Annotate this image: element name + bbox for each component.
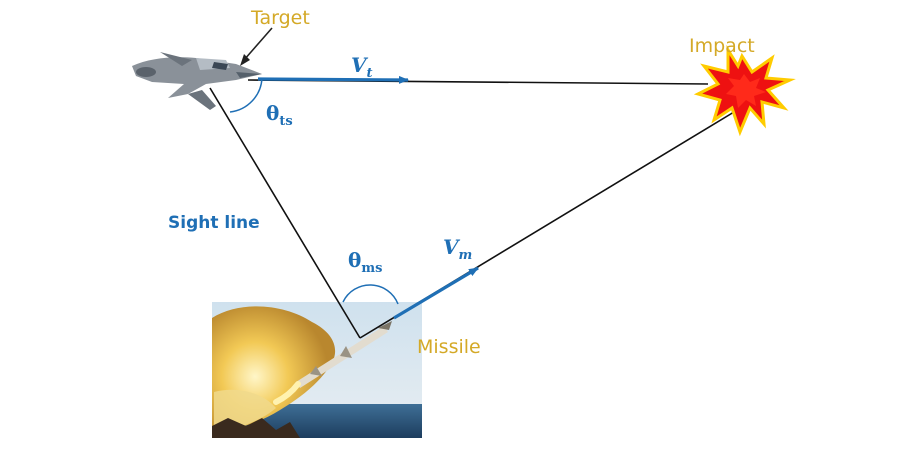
impact-explosion-icon [693, 44, 796, 137]
impact-label: Impact [689, 35, 755, 57]
theta-ms-label: θms [348, 248, 383, 276]
missile-label: Missile [417, 336, 481, 358]
v-target-label: Vt [351, 53, 373, 81]
sight-line-label: Sight line [168, 213, 260, 233]
v-missile-label: Vm [443, 235, 473, 263]
target-pointer-arrow [240, 27, 273, 66]
target-velocity-vector [257, 75, 409, 84]
theta-ms-arc [342, 284, 399, 305]
theta-ts-label: θts [266, 101, 293, 129]
target-jet-image [132, 52, 262, 110]
missile-launch-photo [212, 302, 422, 438]
missile-velocity-vector [393, 266, 479, 320]
sight-line [209, 87, 361, 339]
target-label: Target [251, 7, 310, 29]
theta-ts-arc [229, 77, 263, 113]
